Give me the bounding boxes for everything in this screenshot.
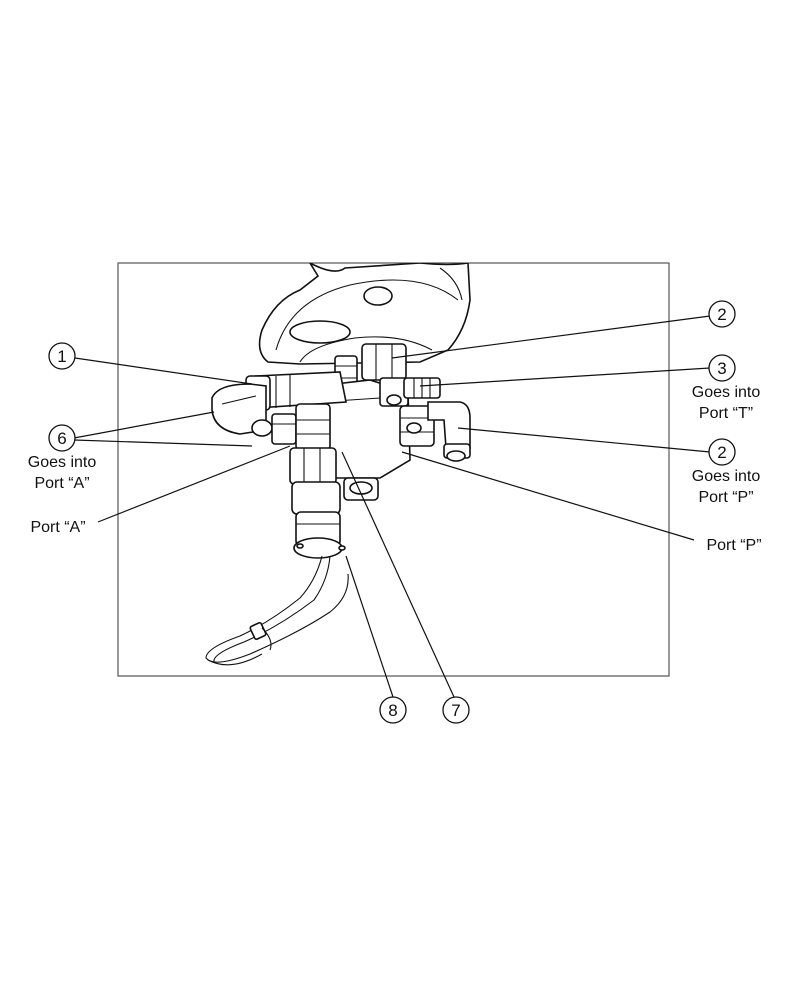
callout-2-bottom-number: 2 — [717, 443, 726, 462]
callout-6-note-line1: Goes into — [28, 454, 97, 471]
callout-6-number: 6 — [57, 429, 66, 448]
callout-7-number: 7 — [451, 701, 460, 720]
leader-lines — [73, 315, 711, 698]
callout-8-number: 8 — [388, 701, 397, 720]
callout-6: 6 Goes into Port “A” — [28, 424, 97, 492]
callout-3-note-line1: Goes into — [692, 384, 761, 401]
callout-1-number: 1 — [57, 347, 66, 366]
port-a-label: Port “A” — [30, 519, 85, 536]
callout-2-top-number: 2 — [717, 305, 726, 324]
port-p-text: Port “P” — [706, 537, 761, 554]
callout-6-note-line2: Port “A” — [34, 475, 89, 492]
port-p-label: Port “P” — [706, 537, 761, 554]
callout-2-bottom-note-line2: Port “P” — [698, 489, 753, 506]
callout-2-top: 2 — [708, 300, 736, 328]
callout-7: 7 — [442, 696, 470, 724]
port-a-text: Port “A” — [30, 519, 85, 536]
callout-3: 3 Goes into Port “T” — [692, 354, 761, 422]
illustration-frame — [117, 262, 670, 677]
valve-assembly-drawing — [205, 263, 471, 666]
callout-3-note-line2: Port “T” — [699, 405, 753, 422]
callout-1: 1 — [48, 342, 76, 370]
callout-2-bottom: 2 Goes into Port “P” — [692, 438, 761, 506]
callout-8: 8 — [379, 696, 407, 724]
callout-2-bottom-note-line1: Goes into — [692, 468, 761, 485]
callout-3-number: 3 — [717, 359, 726, 378]
